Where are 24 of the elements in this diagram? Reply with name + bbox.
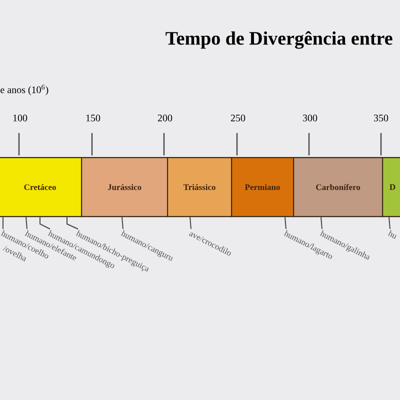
axis-label: e anos (10$^{6}$) — [0, 84, 48, 96]
leader-line — [26, 216, 28, 230]
leader-line — [122, 216, 124, 230]
period-box: Cretáceo — [0, 157, 82, 218]
leader-line — [2, 216, 4, 230]
period-box: Carbonífero — [293, 157, 384, 218]
period-box: D — [382, 157, 400, 218]
leader-line — [190, 216, 192, 230]
period-box: Permiano — [231, 157, 294, 218]
leader-line — [388, 216, 390, 230]
leader-line — [40, 216, 50, 230]
tick-label: 200 — [158, 114, 172, 122]
tick-label: 350 — [374, 114, 388, 122]
title: Tempo de Divergência entre — [166, 31, 392, 49]
tick-label: 300 — [302, 114, 318, 122]
leader-line — [66, 216, 78, 230]
period-box: Jurássico — [81, 157, 168, 218]
period-box: Triássico — [167, 157, 232, 218]
leader-line — [320, 216, 322, 230]
leader-text: hu — [388, 230, 396, 239]
tick-label: 150 — [86, 114, 100, 122]
leader-line — [284, 216, 286, 230]
tick-label: 250 — [230, 114, 246, 122]
tick-label: 100 — [13, 114, 28, 122]
